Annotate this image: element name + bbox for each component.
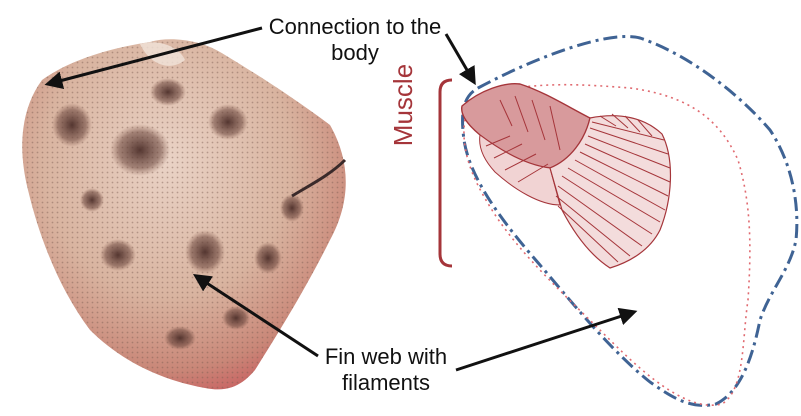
muscle-label: Muscle [388,50,418,160]
spot [254,242,282,274]
connection-label-line2: body [250,40,460,66]
spot [280,194,304,222]
fin-web-label-line1: Fin web with [300,344,472,370]
spot [208,104,248,140]
connection-label-line1: Connection to the [250,14,460,40]
spot [164,326,196,350]
spot [52,103,92,147]
fin-skeleton [462,84,671,268]
fin-schematic [440,36,797,405]
spot [110,124,170,176]
fin-web-label-line2: filaments [300,370,472,396]
spot [80,188,104,212]
spot [100,239,136,271]
fin-web-label: Fin web with filaments [300,344,472,396]
connection-label: Connection to the body [250,14,460,66]
muscle-bracket [440,80,452,266]
spot [150,78,186,106]
fin-photo [22,39,346,389]
spot [185,230,225,274]
